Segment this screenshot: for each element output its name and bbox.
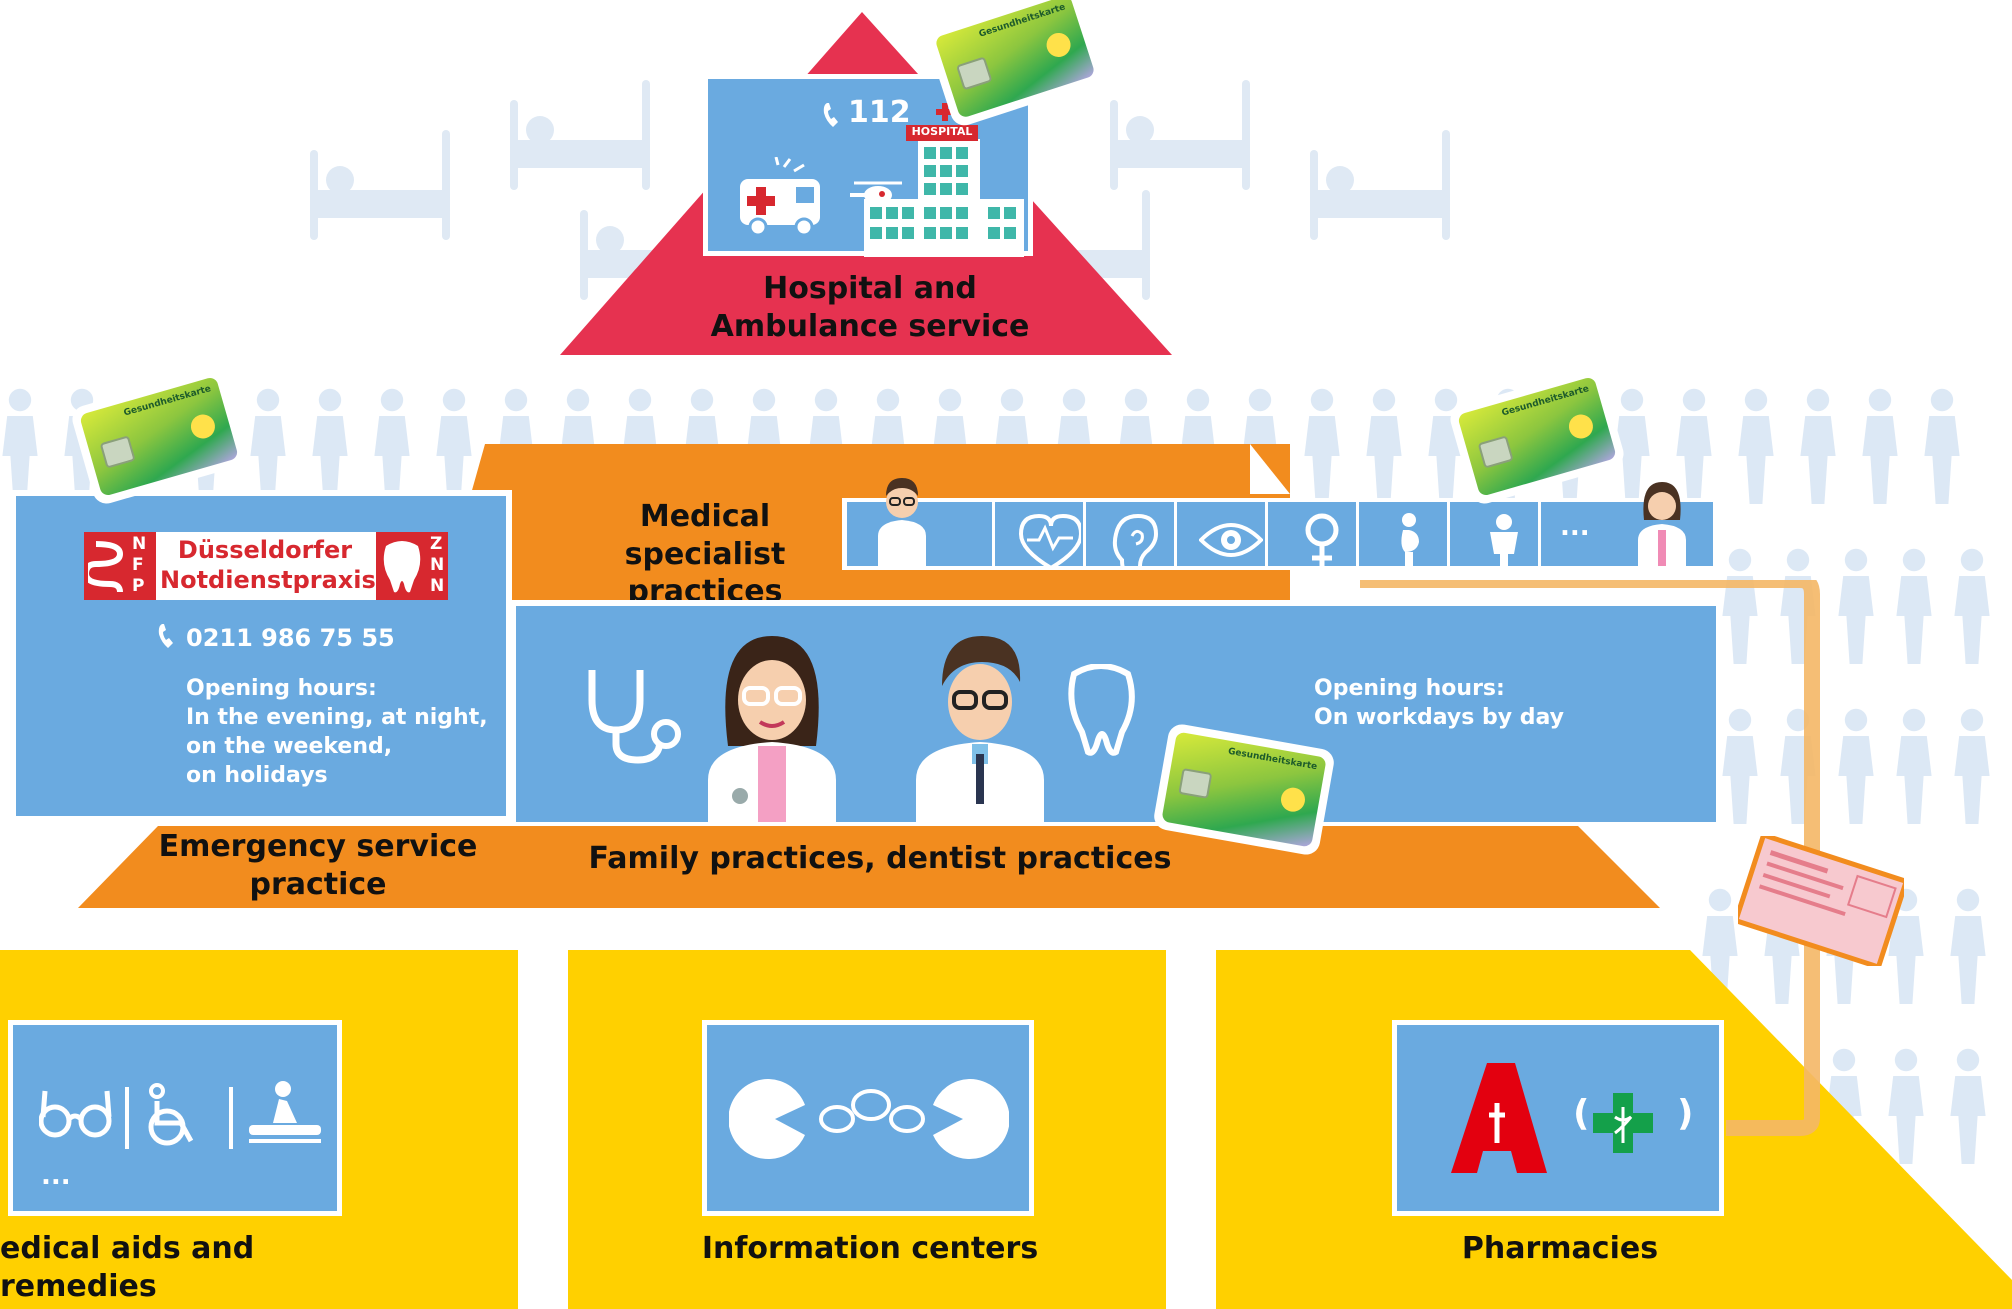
female-symbol-icon bbox=[1305, 513, 1339, 568]
family-practices-label: Family practices, dentist practices bbox=[588, 841, 1172, 876]
card-chip bbox=[1178, 768, 1213, 799]
card-title: Gesundheitskarte bbox=[1227, 746, 1318, 773]
heartbeat-icon bbox=[1018, 513, 1081, 570]
massage-icon bbox=[249, 1081, 321, 1143]
pharmacy-paren-open: ( bbox=[1573, 1093, 1590, 1134]
smiley-icon bbox=[1043, 29, 1074, 61]
emergency-hours: Opening hours: In the evening, at night,… bbox=[186, 674, 488, 790]
emergency-label-line1: Emergency service bbox=[158, 829, 478, 864]
smiley-icon bbox=[188, 411, 218, 442]
emergency-practice-box: NFP Düsseldorfer Notdienstpraxis ZNN 021… bbox=[10, 490, 512, 822]
emergency-hours-line1: In the evening, at night, bbox=[186, 705, 488, 730]
emergency-hours-title: Opening hours: bbox=[186, 676, 377, 701]
information-centers-label: Information centers bbox=[701, 1231, 1039, 1266]
emergency-practice-label: Emergency service practice bbox=[148, 828, 488, 903]
pharmacy-paren-close: ) bbox=[1677, 1093, 1694, 1134]
female-doctor-icon bbox=[1638, 482, 1686, 566]
information-centers-box bbox=[702, 1020, 1034, 1216]
male-doctor-icon bbox=[878, 478, 926, 566]
emergency-label-line2: practice bbox=[249, 866, 387, 902]
hospital-building-icon bbox=[864, 103, 1024, 257]
emergency-hours-line3: on holidays bbox=[186, 763, 328, 788]
nfp-letters: NFP bbox=[132, 534, 147, 596]
specialty-cell bbox=[1356, 502, 1446, 568]
hospital-label-line2: Ambulance service bbox=[710, 308, 1030, 344]
ear-icon bbox=[1112, 513, 1159, 570]
family-hours-title: Opening hours: bbox=[1314, 676, 1505, 701]
apotheke-logo-icon bbox=[1451, 1063, 1547, 1173]
medical-aids-box: ... bbox=[8, 1020, 342, 1216]
prescription-form-icon bbox=[1738, 836, 1904, 966]
tooth-icon bbox=[1068, 664, 1135, 756]
family-female-doctor-icon bbox=[708, 636, 836, 822]
pharmacies-box: ( ) bbox=[1392, 1020, 1724, 1216]
family-hours-line1: On workdays by day bbox=[1314, 705, 1564, 730]
specialty-cell bbox=[1447, 502, 1537, 568]
phone-icon bbox=[823, 101, 841, 133]
hospital-label-line1: Hospital and bbox=[763, 271, 977, 306]
speech-bubbles-icon bbox=[819, 1089, 925, 1133]
emergency-number: 112 bbox=[848, 95, 911, 130]
notdienstpraxis-logo: NFP Düsseldorfer Notdienstpraxis ZNN bbox=[84, 532, 448, 600]
family-male-doctor-icon bbox=[916, 636, 1044, 822]
smiley-icon bbox=[1279, 785, 1307, 814]
pregnancy-icon bbox=[1401, 513, 1419, 568]
medical-aids-label: edical aids and remedies bbox=[0, 1231, 255, 1304]
more-specialties: ... bbox=[1560, 512, 1590, 542]
family-hours: Opening hours: On workdays by day bbox=[1314, 674, 1564, 732]
eye-icon bbox=[1199, 523, 1263, 557]
hospital-label: Hospital and Ambulance service bbox=[690, 270, 1050, 345]
phone-icon bbox=[158, 622, 176, 654]
speaking-head-icon bbox=[729, 1079, 805, 1159]
specialist-icon-strip: ... bbox=[842, 478, 1718, 570]
hospital-sign: HOSPITAL bbox=[911, 125, 973, 138]
card-chip bbox=[955, 56, 993, 91]
green-pharmacy-cross-icon bbox=[1593, 1093, 1653, 1153]
wheelchair-icon bbox=[148, 1083, 194, 1146]
aesculap-snake-icon bbox=[88, 541, 124, 593]
family-practices-box: Opening hours: On workdays by day bbox=[512, 600, 1722, 822]
emergency-phone: 0211 986 75 55 bbox=[186, 624, 395, 652]
smiley-icon bbox=[1566, 411, 1596, 442]
znn-letters: ZNN bbox=[430, 534, 445, 596]
specialty-cell bbox=[1265, 502, 1355, 568]
logo-line1: Düsseldorfer bbox=[177, 536, 353, 564]
pharmacies-label: Pharmacies bbox=[1461, 1231, 1659, 1266]
specialist-label: Medical specialist practices bbox=[560, 498, 850, 611]
specialty-cell bbox=[992, 502, 1082, 570]
child-icon bbox=[1490, 514, 1518, 568]
specialty-cell bbox=[1174, 502, 1264, 566]
card-chip bbox=[99, 435, 136, 469]
logo-line2: Notdienstpraxis bbox=[160, 566, 376, 594]
listening-head-icon bbox=[933, 1079, 1009, 1159]
aids-more: ... bbox=[41, 1161, 71, 1191]
glasses-icon bbox=[39, 1090, 112, 1138]
ambulance-icon bbox=[740, 157, 820, 237]
specialist-tier-corner bbox=[1250, 444, 1290, 494]
family-tier-band bbox=[78, 826, 1660, 908]
card-chip bbox=[1477, 435, 1514, 469]
specialty-cell-more bbox=[1538, 502, 1541, 566]
emergency-hours-line2: on the weekend, bbox=[186, 734, 393, 759]
tooth-logo-icon bbox=[383, 541, 421, 593]
specialty-cell bbox=[1083, 502, 1173, 570]
stethoscope-icon bbox=[588, 670, 681, 764]
specialist-label-line1: Medical specialist bbox=[624, 499, 786, 572]
